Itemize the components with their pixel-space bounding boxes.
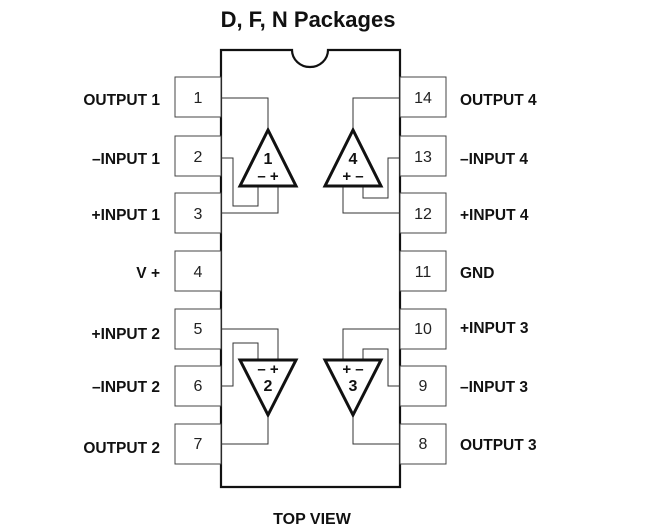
- pin-number: 6: [194, 378, 203, 395]
- ic-body: [219, 48, 402, 489]
- amp4-triangle: [322, 126, 384, 188]
- pin-5: 5 +INPUT 2: [92, 308, 222, 350]
- amp3-number: 3: [349, 378, 358, 395]
- amp1-input-signs: – +: [257, 168, 279, 185]
- pin-2: 2 –INPUT 1: [92, 135, 222, 177]
- pin-label: –INPUT 1: [92, 151, 160, 168]
- amp2-triangle: [237, 358, 299, 419]
- pin-label: +INPUT 4: [460, 207, 529, 224]
- amp3-triangle: [322, 358, 384, 419]
- pin-label: +INPUT 1: [92, 207, 161, 224]
- pin-11: 11 GND: [399, 250, 494, 292]
- amplifier-3: + – 3: [322, 328, 400, 445]
- amp3-output-wire: [352, 415, 400, 445]
- pin-10: 10 +INPUT 3: [399, 308, 529, 350]
- pin-number: 7: [194, 436, 203, 453]
- amp1-output-wire: [221, 97, 269, 130]
- amp4-input-signs: + –: [342, 168, 363, 185]
- pin-14: 14 OUTPUT 4: [399, 76, 537, 118]
- package-title: D, F, N Packages: [221, 7, 396, 32]
- amplifier-4: 4 + –: [322, 97, 400, 214]
- amp1-noninverting-wire: [221, 186, 279, 214]
- amp1-number: 1: [264, 151, 273, 168]
- amplifier-1: 1 – +: [221, 97, 299, 214]
- amp3-input-signs: + –: [342, 361, 363, 378]
- pin-1: 1 OUTPUT 1: [83, 76, 222, 118]
- pin-label: OUTPUT 3: [460, 437, 537, 454]
- amp2-input-signs: – +: [257, 361, 279, 378]
- amp4-inverting-wire: [362, 157, 400, 199]
- pin-number: 14: [414, 90, 432, 107]
- pin-number: 10: [414, 321, 432, 338]
- amp2-output-wire: [221, 415, 269, 445]
- pin-label: OUTPUT 2: [83, 440, 160, 457]
- pin-number: 3: [194, 206, 203, 223]
- top-view-caption: TOP VIEW: [273, 511, 352, 528]
- pin-3: 3 +INPUT 1: [92, 192, 222, 234]
- amplifier-2: – + 2: [221, 328, 299, 445]
- pin-number: 9: [419, 378, 428, 395]
- pin-number: 2: [194, 149, 203, 166]
- pin-number: 13: [414, 149, 432, 166]
- pin-12: 12 +INPUT 4: [399, 192, 529, 234]
- pin-6: 6 –INPUT 2: [92, 365, 222, 407]
- pin-label: OUTPUT 4: [460, 92, 537, 109]
- amp2-inverting-wire: [221, 342, 259, 387]
- amp1-triangle: [237, 126, 299, 188]
- amp3-noninverting-wire: [342, 328, 400, 360]
- pin-number: 5: [194, 321, 203, 338]
- pin-13: 13 –INPUT 4: [399, 135, 528, 177]
- amp4-noninverting-wire: [342, 186, 400, 214]
- pin-label: –INPUT 2: [92, 379, 160, 396]
- amp4-number: 4: [349, 151, 358, 168]
- pin-number: 1: [194, 90, 203, 107]
- pin-number: 12: [414, 206, 432, 223]
- pin-label: +INPUT 2: [92, 326, 160, 343]
- pin-label: OUTPUT 1: [83, 92, 160, 109]
- pin-label: –INPUT 4: [460, 151, 528, 168]
- amp2-number: 2: [264, 378, 273, 395]
- pin-number: 8: [419, 436, 428, 453]
- pin-label: V +: [136, 265, 160, 282]
- pin-8: 8 OUTPUT 3: [399, 423, 537, 465]
- pin-4: 4 V +: [136, 250, 222, 292]
- pin-label: –INPUT 3: [460, 379, 528, 396]
- pin-label: GND: [460, 265, 494, 282]
- pin-label: +INPUT 3: [460, 320, 529, 337]
- pin-number: 11: [415, 264, 432, 281]
- pin-7: 7 OUTPUT 2: [83, 423, 222, 465]
- amp3-inverting-wire: [362, 348, 400, 387]
- pin-number: 4: [194, 264, 203, 281]
- amp2-noninverting-wire: [221, 328, 279, 360]
- amp4-output-wire: [352, 97, 400, 130]
- pin-9: 9 –INPUT 3: [399, 365, 528, 407]
- amp1-inverting-wire: [221, 157, 259, 207]
